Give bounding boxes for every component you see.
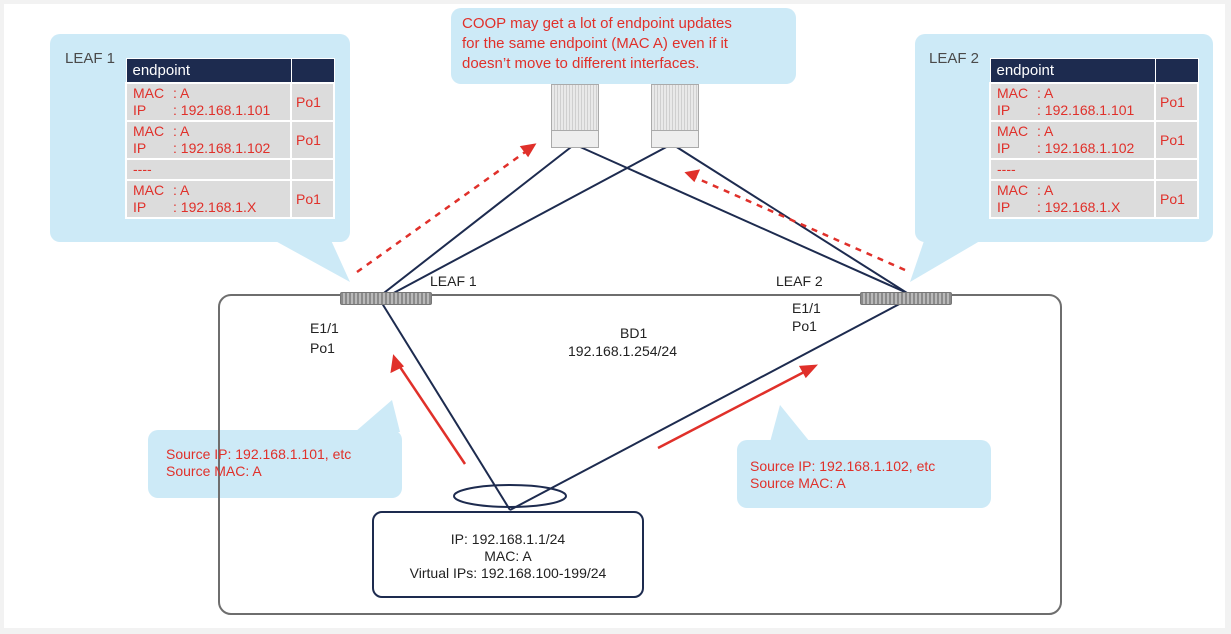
src-left-ip: Source IP: 192.168.1.101, etc	[166, 446, 352, 462]
learn-arrow-left	[396, 363, 467, 465]
endpoint-header: endpoint	[125, 58, 292, 84]
src-right-bubble-tail	[770, 405, 810, 442]
leaf2-table-title: LEAF 2	[929, 50, 980, 67]
leaf2-bubble-tail	[910, 238, 985, 282]
leaf1-name: LEAF 1	[430, 273, 477, 289]
leaf1-bubble-tail	[270, 238, 350, 282]
host-box: IP: 192.168.1.1/24 MAC: A Virtual IPs: 1…	[372, 511, 644, 598]
leaf1-switch	[340, 292, 432, 305]
src-right-text: Source IP: 192.168.1.102, etc Source MAC…	[750, 458, 935, 492]
endpoint-header: endpoint	[989, 58, 1156, 84]
src-left-mac: Source MAC: A	[166, 463, 262, 479]
coop-note-line: for the same endpoint (MAC A) even if it	[462, 35, 728, 52]
leaf1-iface: E1/1	[310, 320, 339, 336]
leaf2-endpoint-table: endpoint MAC: A IP: 192.168.1.101 Po1 MA…	[989, 58, 1199, 219]
link-leaf2-spine1	[577, 145, 908, 294]
host-vips: Virtual IPs: 192.168.100-199/24	[409, 565, 607, 581]
bd-boundary	[218, 294, 1062, 615]
table-row-separator: ----	[989, 158, 1199, 181]
leaf1-endpoint-table: endpoint MAC: A IP: 192.168.1.101 Po1 MA…	[125, 58, 335, 219]
leaf2-po: Po1	[792, 318, 817, 334]
link-leaf1-spine1	[379, 143, 576, 297]
endpoint-header-port	[1154, 58, 1199, 84]
spine-switch-1	[551, 84, 599, 148]
table-row: MAC: A IP: 192.168.1.102 Po1	[989, 120, 1199, 160]
src-right-bubble	[737, 440, 991, 508]
endpoint-header-port	[290, 58, 335, 84]
coop-note-bubble	[451, 8, 796, 84]
leaf1-po: Po1	[310, 340, 335, 356]
coop-note: COOP may get a lot of endpoint updates f…	[462, 14, 732, 74]
src-left-text: Source IP: 192.168.1.101, etc Source MAC…	[166, 446, 351, 480]
coop-arrow-left	[356, 148, 529, 274]
port-channel-ellipse	[453, 484, 567, 508]
src-right-mac: Source MAC: A	[750, 475, 846, 491]
host-ip: IP: 192.168.1.1/24	[450, 531, 566, 547]
table-row: MAC: A IP: 192.168.1.X Po1	[125, 179, 335, 219]
host-mac: MAC: A	[484, 548, 532, 564]
table-row: MAC: A IP: 192.168.1.101 Po1	[125, 82, 335, 122]
table-row: MAC: A IP: 192.168.1.102 Po1	[125, 120, 335, 160]
link-leaf2-host	[509, 299, 908, 511]
src-left-bubble-tail	[355, 400, 400, 432]
learn-arrow-right	[657, 368, 809, 450]
leaf2-iface: E1/1	[792, 300, 821, 316]
src-right-ip: Source IP: 192.168.1.102, etc	[750, 458, 936, 474]
link-leaf1-host	[379, 299, 511, 511]
coop-note-line: COOP may get a lot of endpoint updates	[462, 15, 732, 32]
leaf1-table-title: LEAF 1	[65, 50, 116, 67]
link-leaf1-spine2	[387, 143, 673, 297]
coop-arrow-right	[693, 175, 906, 272]
table-row: MAC: A IP: 192.168.1.X Po1	[989, 179, 1199, 219]
bd-name: BD1	[620, 325, 648, 341]
table-row: MAC: A IP: 192.168.1.101 Po1	[989, 82, 1199, 122]
bd-subnet: 192.168.1.254/24	[568, 343, 677, 359]
src-left-bubble	[148, 430, 402, 498]
leaf2-name: LEAF 2	[776, 273, 823, 289]
table-row-separator: ----	[125, 158, 335, 181]
coop-note-line: doesn’t move to different interfaces.	[462, 55, 700, 72]
spine-switch-2	[651, 84, 699, 148]
leaf2-switch	[860, 292, 952, 305]
